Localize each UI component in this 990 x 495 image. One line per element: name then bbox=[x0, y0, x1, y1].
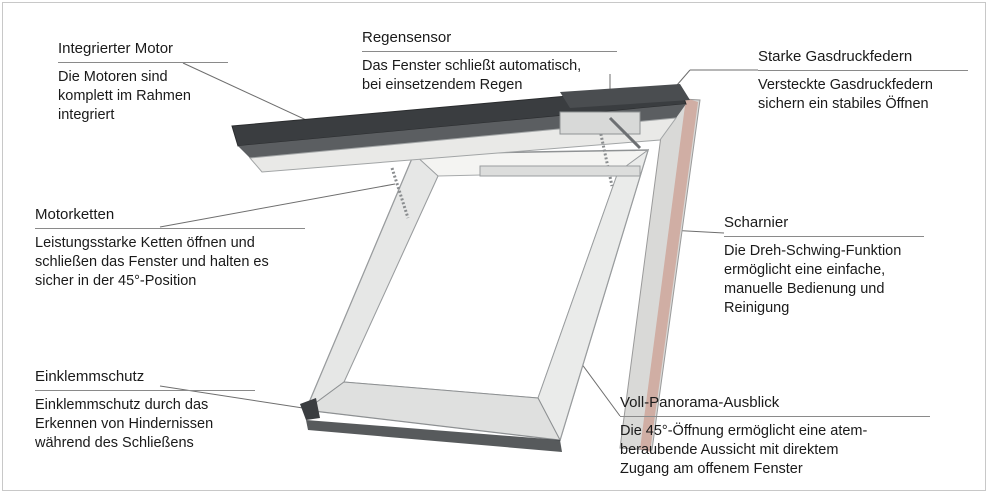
label-description: Einklemmschutz durch das Erkennen von Hi… bbox=[35, 397, 214, 451]
label-gas-springs: Starke Gasdruckfedern Versteckte Gasdruc… bbox=[758, 48, 968, 114]
label-title: Voll-Panorama-Ausblick bbox=[620, 394, 780, 411]
label-title: Scharnier bbox=[724, 214, 789, 231]
label-panorama-view: Voll-Panorama-Ausblick Die 45°-Öffnung e… bbox=[620, 394, 930, 479]
label-rain-sensor: Regensensor Das Fenster schließt automat… bbox=[362, 29, 617, 95]
label-description: Die Motoren sind komplett im Rahmen inte… bbox=[58, 69, 191, 123]
label-motor-chains: Motorketten Leistungsstarke Ketten öffne… bbox=[35, 206, 305, 291]
label-title: Motorketten bbox=[35, 206, 115, 223]
label-integrated-motor: Integrierter Motor Die Motoren sind komp… bbox=[58, 40, 228, 125]
label-divider bbox=[724, 236, 924, 237]
label-description: Leistungsstarke Ketten öffnen und schlie… bbox=[35, 235, 269, 289]
label-pinch-protection: Einklemmschutz Einklemmschutz durch das … bbox=[35, 368, 255, 453]
label-divider bbox=[758, 70, 968, 71]
label-description: Die 45°-Öffnung ermöglicht eine atem- be… bbox=[620, 423, 868, 477]
label-divider bbox=[620, 416, 930, 417]
label-divider bbox=[58, 62, 228, 63]
label-title: Starke Gasdruckfedern bbox=[758, 48, 913, 65]
label-description: Die Dreh-Schwing-Funktion ermöglicht ein… bbox=[724, 243, 902, 316]
label-divider bbox=[35, 228, 305, 229]
label-hinge: Scharnier Die Dreh-Schwing-Funktion ermö… bbox=[724, 214, 924, 318]
label-divider bbox=[362, 51, 617, 52]
label-title: Integrierter Motor bbox=[58, 40, 174, 57]
leader-line-chains bbox=[159, 183, 396, 228]
label-description: Versteckte Gasdruckfedern sichern ein st… bbox=[758, 77, 933, 112]
label-description: Das Fenster schließt automatisch, bei ei… bbox=[362, 58, 582, 93]
label-title: Regensensor bbox=[362, 29, 452, 46]
label-title: Einklemmschutz bbox=[35, 368, 145, 385]
label-divider bbox=[35, 390, 255, 391]
